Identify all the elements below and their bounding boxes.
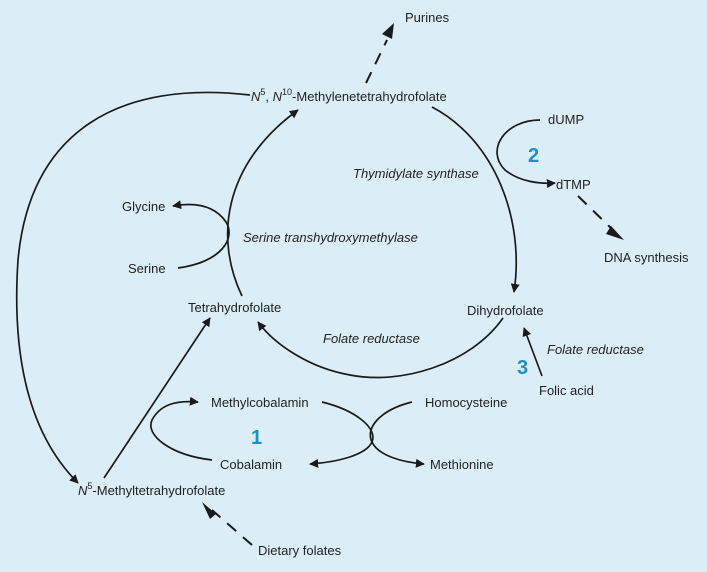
dna-arrowhead — [606, 226, 624, 240]
label-homocysteine: Homocysteine — [425, 395, 507, 410]
arrow-folic-acid-to-dihydrofolate — [522, 327, 543, 377]
marker-2: 2 — [528, 145, 539, 167]
label-dump: dUMP — [548, 112, 584, 127]
arrow-methyltetrahydrofolate-to-tetrahydrofolate — [103, 317, 211, 479]
arrow-cobalamin-to-methylcobalamin — [150, 396, 213, 461]
arrow-dump-to-dtmp — [496, 119, 556, 189]
label-dna-synthesis: DNA synthesis — [604, 250, 689, 265]
label-tetrahydrofolate: Tetrahydrofolate — [188, 300, 281, 315]
label-serine-transhydroxymethylase: Serine transhydroxymethylase — [243, 230, 418, 245]
label-methylcobalamin: Methylcobalamin — [211, 395, 309, 410]
dietary-arrowhead — [202, 502, 216, 519]
arrow-methylene-to-methyltetrahydrofolate — [15, 91, 251, 484]
marker-1: 1 — [251, 427, 262, 449]
label-methyltetrahydrofolate: N5-Methyltetrahydrofolate — [78, 481, 225, 498]
label-methylenetetrahydrofolate: N5, N10-Methylenetetrahydrofolate — [251, 87, 447, 104]
arrow-dihydrofolate-to-tetrahydrofolate — [257, 317, 504, 379]
purines-arrowhead — [382, 23, 394, 39]
marker-3: 3 — [517, 357, 528, 379]
arrow-methylene-to-purines — [365, 39, 388, 84]
label-glycine: Glycine — [122, 199, 165, 214]
arrow-tetrahydrofolate-to-methylene — [226, 109, 299, 297]
arrow-dtmp-to-dna — [577, 195, 616, 233]
label-dietary-folates: Dietary folates — [258, 543, 342, 558]
arrow-homocysteine-to-methionine — [369, 401, 425, 468]
arrow-dietary-to-methyltetrahydrofolate — [211, 509, 253, 546]
label-thymidylate-synthase: Thymidylate synthase — [353, 166, 479, 181]
label-folic-acid: Folic acid — [539, 383, 594, 398]
label-dtmp: dTMP — [556, 177, 591, 192]
arrow-methylene-to-dihydrofolate — [431, 106, 520, 293]
label-methionine: Methionine — [430, 457, 494, 472]
label-dihydrofolate: Dihydrofolate — [467, 303, 544, 318]
label-purines: Purines — [405, 10, 450, 25]
arrow-methylcobalamin-to-cobalamin — [309, 401, 374, 468]
label-folate-reductase-side: Folate reductase — [547, 342, 644, 357]
label-cobalamin: Cobalamin — [220, 457, 282, 472]
label-serine: Serine — [128, 261, 166, 276]
label-folate-reductase-cycle: Folate reductase — [323, 331, 420, 346]
arrow-serine-to-glycine — [172, 200, 230, 269]
